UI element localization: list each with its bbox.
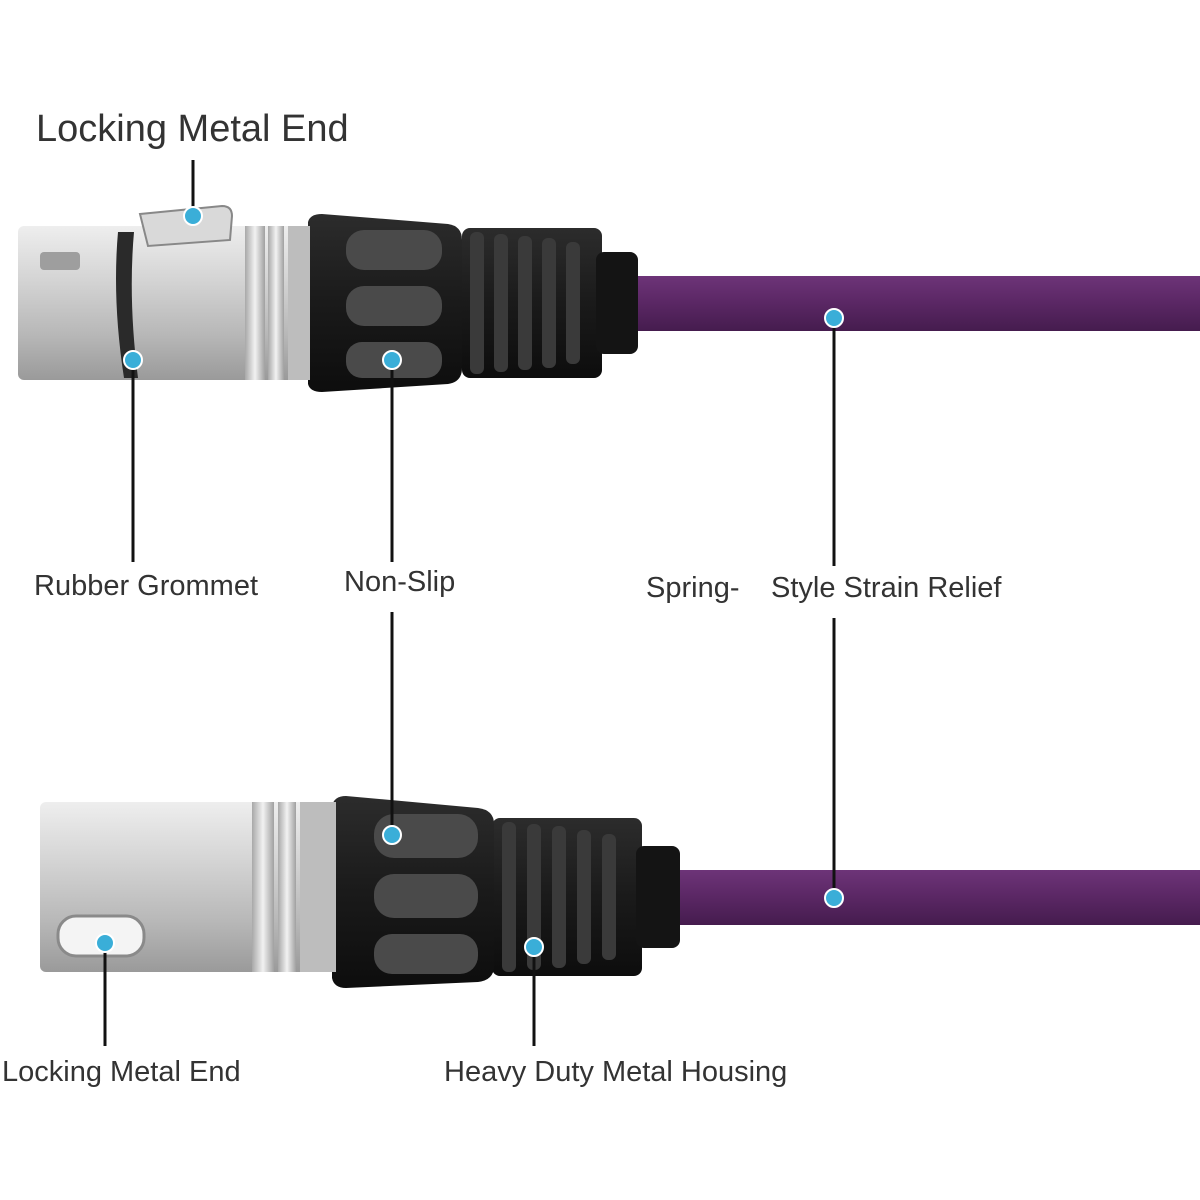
label-heavy-duty-metal-housing: Heavy Duty Metal Housing (444, 1056, 788, 1088)
strain-relief-bottom (492, 818, 680, 976)
label-non-slip: Non-Slip (344, 566, 456, 598)
marker-non-slip-bottom (382, 825, 402, 845)
cable-top (630, 276, 1200, 331)
label-rubber-grommet: Rubber Grommet (34, 570, 259, 602)
marker-rubber-grommet (123, 350, 143, 370)
marker-heavy-duty-housing (524, 937, 544, 957)
metal-body-top (18, 204, 310, 380)
non-slip-handle-top (308, 214, 462, 392)
marker-locking-metal-end-top (183, 206, 203, 226)
metal-body-bottom (40, 802, 336, 972)
label-spring-prefix: Spring- (646, 572, 740, 604)
male-xlr-connector (40, 796, 1200, 988)
marker-strain-relief-top (824, 308, 844, 328)
label-locking-metal-end-top: Locking Metal End (36, 108, 349, 150)
locking-latch-top (138, 204, 234, 248)
strain-relief-top (462, 228, 638, 378)
label-style-strain-relief: Style Strain Relief (771, 572, 1002, 604)
female-xlr-connector (18, 204, 1200, 392)
non-slip-handle-bottom (332, 796, 494, 988)
marker-locking-metal-end-bottom (95, 933, 115, 953)
marker-non-slip-top (382, 350, 402, 370)
rubber-grommet-band (116, 232, 138, 378)
cable-bottom (668, 870, 1200, 925)
leader-lines (103, 160, 836, 1046)
label-locking-metal-end-bottom: Locking Metal End (2, 1056, 241, 1088)
marker-strain-relief-bottom (824, 888, 844, 908)
markers (95, 206, 844, 957)
